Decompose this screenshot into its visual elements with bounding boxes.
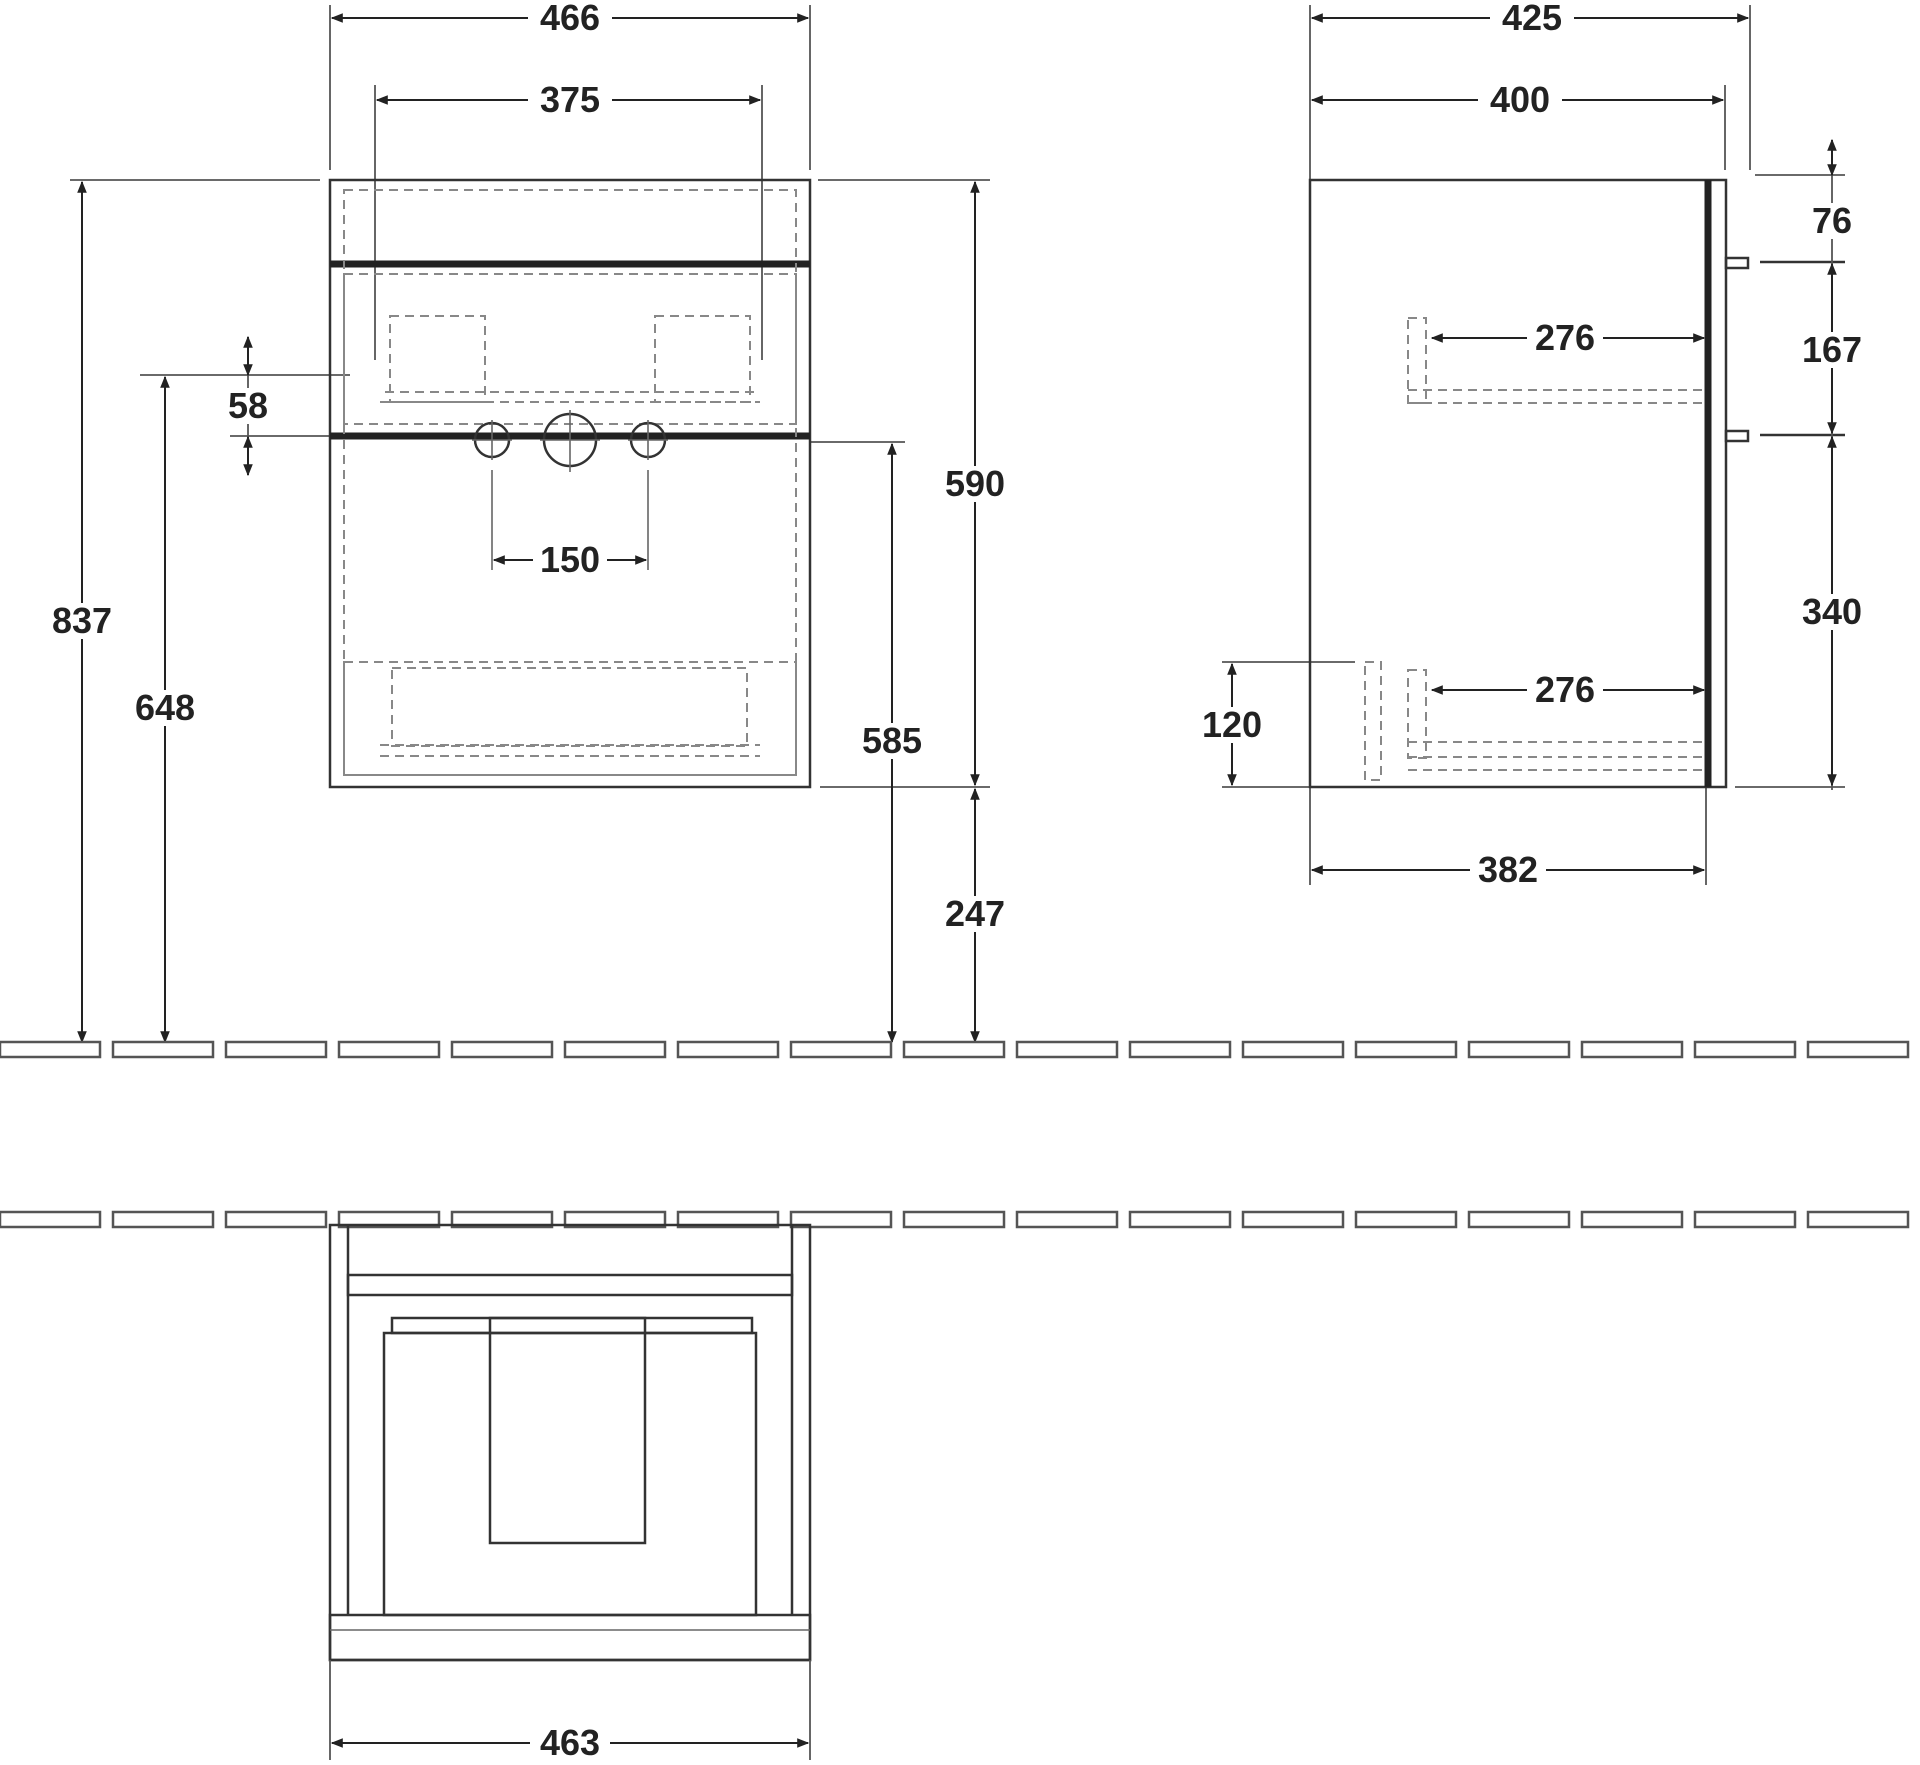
dim-front-inlet-height: 648 (135, 687, 195, 728)
floor-line (0, 1040, 1910, 1059)
cabinet-body (328, 178, 812, 789)
dim-side-rail-spacing: 167 (1802, 329, 1862, 370)
dim-top-view-width: 463 (540, 1722, 600, 1763)
dimension-labels: 466 375 837 648 58 150 590 585 247 425 4… (45, 0, 1870, 1763)
dim-side-top-offset: 76 (1812, 200, 1852, 241)
dim-side-lower-spacing: 340 (1802, 591, 1862, 632)
front-view (70, 5, 990, 1044)
dim-front-floor-clearance: 247 (945, 893, 1005, 934)
dim-side-drawer-depth-upper: 276 (1535, 317, 1595, 358)
dim-front-width-outer: 466 (540, 0, 600, 38)
dim-front-total-height: 837 (52, 600, 112, 641)
fitting-left (472, 420, 512, 460)
dim-side-depth-inner: 400 (1490, 79, 1550, 120)
side-cabinet (1308, 178, 1728, 789)
dim-front-cabinet-height: 590 (945, 463, 1005, 504)
dim-front-fitting-spacing: 150 (540, 539, 600, 580)
dim-front-hole-offset: 58 (228, 385, 268, 426)
side-view (1222, 5, 1845, 885)
dim-front-hole-spacing: 375 (540, 79, 600, 120)
fitting-right (628, 420, 668, 460)
dim-side-depth-outer: 425 (1502, 0, 1562, 38)
dim-side-base-depth: 382 (1478, 849, 1538, 890)
dim-side-plinth-height: 120 (1202, 704, 1262, 745)
wall-line (0, 1210, 1910, 1229)
top-view (328, 1223, 812, 1760)
dim-front-waste-height: 585 (862, 720, 922, 761)
dim-side-drawer-depth-lower: 276 (1535, 669, 1595, 710)
fitting-center (540, 410, 600, 472)
